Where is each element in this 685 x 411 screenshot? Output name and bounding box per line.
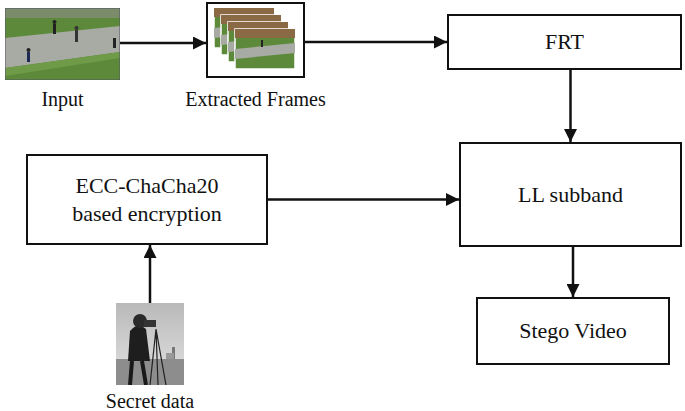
- secret-image: [116, 303, 184, 385]
- encryption-box: ECC-ChaCha20 based encryption: [26, 154, 268, 245]
- box-label: LL subband: [518, 181, 623, 209]
- input-image-node: Input: [5, 8, 120, 80]
- image-caption: Input: [41, 88, 83, 110]
- image-caption: Extracted Frames: [185, 88, 326, 110]
- process-box: LL subband: [459, 142, 682, 247]
- connector-line: [305, 41, 447, 44]
- connector-line: [572, 247, 575, 297]
- box-label: ECC-ChaCha20 based encryption: [56, 172, 238, 227]
- frame-stack-image: [206, 2, 305, 78]
- connector-line: [149, 245, 152, 303]
- arrow-connector: [305, 42, 447, 43]
- arrow-connector: [150, 245, 151, 303]
- arrow-connector: [120, 43, 206, 44]
- connector-line: [268, 198, 459, 201]
- input-frame-image: [5, 8, 120, 80]
- image-caption: Secret data: [106, 390, 194, 411]
- output-box: Stego Video: [476, 297, 670, 365]
- arrow-connector: [570, 70, 571, 142]
- arrow-connector: [573, 247, 574, 297]
- frames-node: Extracted Frames: [206, 2, 305, 78]
- connector-line: [120, 42, 206, 45]
- box-label: FRT: [545, 28, 584, 56]
- arrow-connector: [268, 199, 459, 200]
- process-box: FRT: [447, 14, 682, 70]
- box-label: Stego Video: [519, 317, 627, 345]
- secret-image-node: Secret data: [116, 303, 184, 385]
- connector-line: [569, 70, 572, 142]
